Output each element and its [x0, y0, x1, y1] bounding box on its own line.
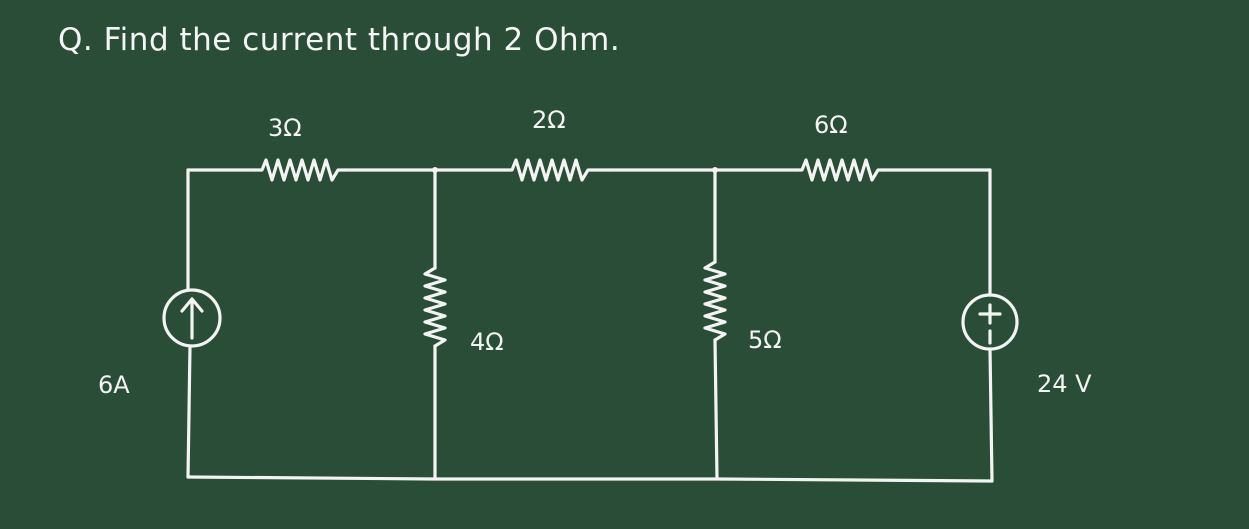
label-2ohm: 2Ω: [532, 106, 566, 134]
label-6ohm: 6Ω: [814, 111, 848, 139]
bottom-wire: [186, 475, 994, 483]
plus-icon: [978, 303, 1002, 325]
label-6a: 6A: [98, 371, 130, 399]
resistor-6ohm: [793, 158, 887, 182]
resistor-2ohm: [503, 158, 612, 182]
junction-dot: [432, 167, 438, 173]
current-source: [162, 288, 222, 348]
label-4ohm: 4Ω: [470, 328, 504, 356]
arrow-up-icon: [180, 297, 204, 340]
label-3ohm: 3Ω: [268, 114, 302, 142]
resistor-4ohm: [423, 266, 447, 348]
label-5ohm: 5Ω: [748, 326, 782, 354]
resistor-3ohm: [253, 158, 347, 182]
resistor-5ohm: [703, 260, 727, 342]
left-wire-lower: [186, 344, 192, 479]
right-wire-lower: [988, 347, 994, 483]
right-mid-wire-lower: [713, 338, 719, 481]
question-text: Q. Find the current through 2 Ohm.: [58, 22, 621, 58]
junction-dot: [712, 167, 718, 173]
label-24v: 24 V: [1037, 370, 1092, 398]
